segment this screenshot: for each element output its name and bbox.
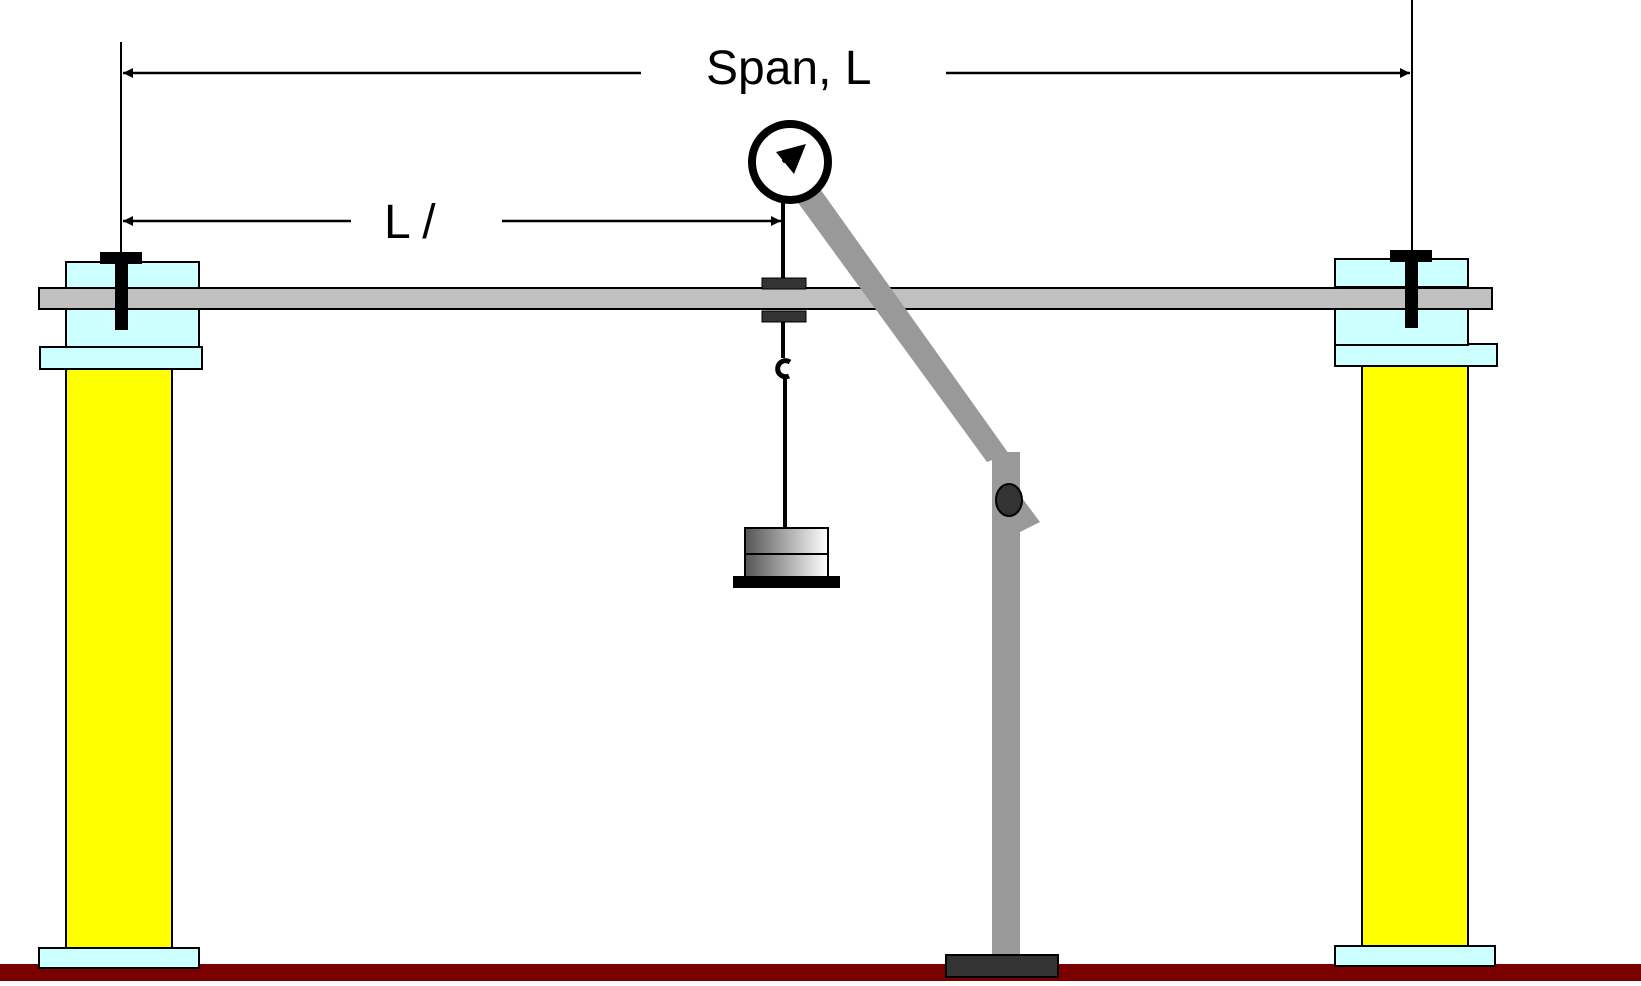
left-cap-plate [39,346,203,370]
right-support [1334,258,1498,967]
clamp-bottom [761,310,807,323]
right-bolt [1390,250,1432,328]
weight-icon [733,527,840,588]
stand-base [945,954,1059,978]
span-dimension: Span, L [120,0,1413,262]
stand-knob [995,483,1023,517]
left-lower-pad [65,308,200,348]
left-upper-pad [65,261,200,289]
beam [38,287,1493,310]
right-lower-pad [1334,308,1469,346]
gauge-icon [748,120,832,204]
hook-icon [775,358,792,380]
left-base-plate [38,947,200,969]
span-arrowhead-left [123,62,147,73]
stand-arm [796,186,1009,462]
floor [0,964,1641,981]
partial-label: L / [384,196,436,249]
left-column [65,367,173,949]
stand-post [992,452,1020,957]
right-upper-pad [1334,258,1469,288]
gauge-stand [796,186,1059,978]
span-label: Span, L [706,42,871,95]
partial-dimension: L / [123,196,781,249]
right-column [1361,365,1469,947]
right-cap-plate [1334,343,1498,367]
clamp-top [761,277,807,290]
left-support [38,261,203,969]
right-base-plate [1334,945,1496,967]
